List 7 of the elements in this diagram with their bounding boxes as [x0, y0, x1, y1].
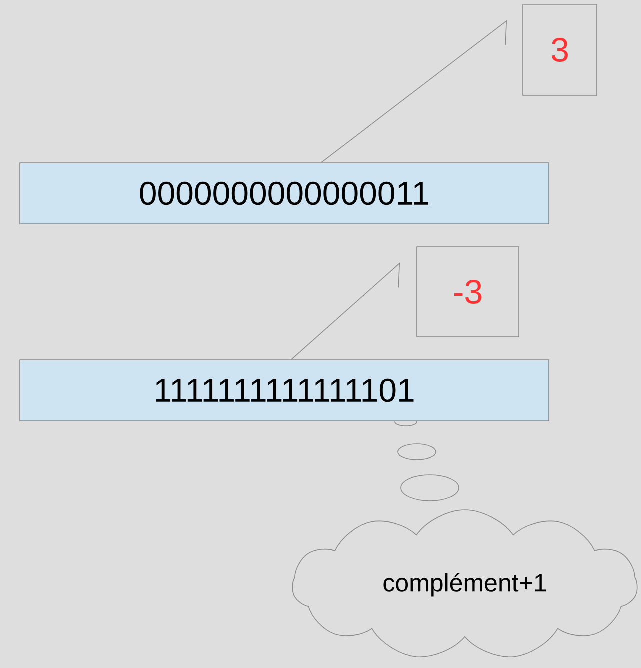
leader-line — [291, 262, 400, 360]
leader-line — [321, 20, 508, 163]
value-box: -3 — [416, 246, 520, 338]
binary-box: 0000000000000011 — [20, 162, 550, 224]
thought-cloud: complément+1 — [292, 510, 638, 658]
value-box: 3 — [522, 4, 598, 96]
binary-box: 1111111111111101 — [20, 360, 550, 422]
